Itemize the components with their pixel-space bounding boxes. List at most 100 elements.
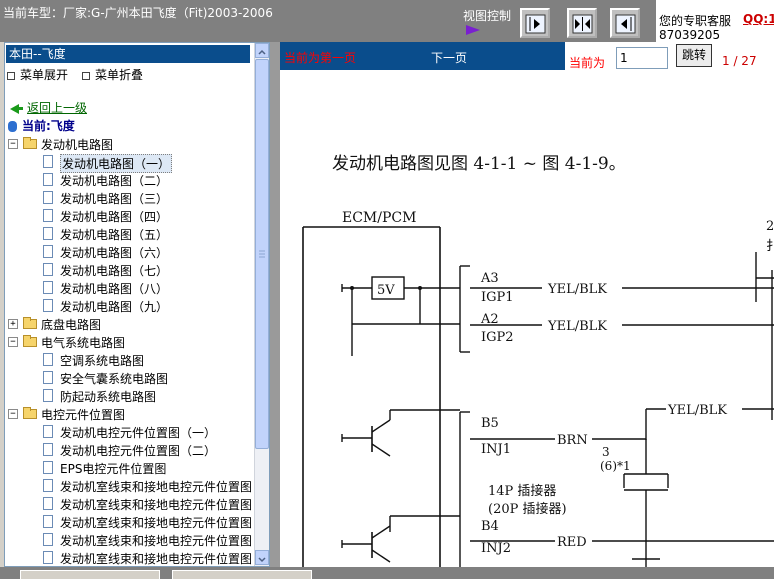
inj2-label: INJ2: [481, 541, 511, 556]
panel-divider[interactable]: [270, 42, 280, 567]
document-icon: [43, 389, 53, 402]
split-arrows-icon: [572, 14, 593, 34]
tree-item-label: 防起动系统电路图: [60, 390, 157, 404]
navigation-panel: 本田--飞度 菜单展开 菜单折叠 返回上一级 当前:飞度 −发动机电路图发动机电…: [4, 42, 270, 567]
tree-item[interactable]: 发动机室线束和接地电控元件位置图: [5, 495, 253, 513]
tree-item-label: 发动机室线束和接地电控元件位置图: [60, 552, 253, 566]
tree-item-label: 发动机室线束和接地电控元件位置图: [60, 498, 253, 512]
tree-item[interactable]: 发动机室线束和接地电控元件位置图: [5, 513, 253, 531]
folder-icon: [23, 335, 37, 347]
tree-item[interactable]: 发动机电路图（八）: [5, 279, 253, 297]
tree-item[interactable]: 发动机电控元件位置图（一）: [5, 423, 253, 441]
tree-item-label: 发动机电控元件位置图（二）: [60, 444, 217, 458]
top-bar: 当前车型：厂家:G-广州本田飞度（Fit)2003-2006 视图控制 您的专职…: [0, 0, 774, 42]
tree-item[interactable]: 发动机电路图（一）: [5, 153, 253, 173]
collapse-all-button[interactable]: 菜单折叠: [82, 66, 143, 83]
chevron-down-icon: [258, 557, 266, 563]
tree-item-label: 发动机电路图（三）: [60, 192, 169, 206]
current-first-page-label: 当前为第一页: [284, 51, 357, 65]
page-number-input[interactable]: [616, 47, 668, 69]
tree-item[interactable]: 发动机电路图（五）: [5, 225, 253, 243]
collapse-icon[interactable]: −: [8, 139, 18, 149]
back-link[interactable]: 返回上一级: [10, 99, 87, 116]
document-icon: [43, 533, 53, 546]
node-icon: [8, 121, 17, 132]
tree-item[interactable]: 发动机电路图（三）: [5, 189, 253, 207]
tree-item-label: 发动机电路图（七）: [60, 264, 169, 278]
tree-folder[interactable]: + 底盘电路图: [5, 315, 253, 333]
tree-folder[interactable]: −电控元件位置图: [5, 405, 253, 423]
expand-right-button[interactable]: [520, 8, 550, 38]
a3-label: A3: [480, 271, 499, 286]
document-icon: [43, 461, 53, 474]
back-arrow-icon: [10, 103, 19, 114]
tree-item[interactable]: 发动机电路图（七）: [5, 261, 253, 279]
tree-item[interactable]: 发动机室线束和接地电控元件位置图: [5, 531, 253, 549]
next-page-link[interactable]: 下一页: [431, 51, 468, 65]
goto-button[interactable]: 跳转: [676, 44, 712, 67]
document-icon: [43, 281, 53, 294]
scroll-thumb[interactable]: [255, 59, 269, 449]
folder-icon: [23, 407, 37, 419]
pin-6-label: (6)*1: [600, 459, 631, 473]
current-page-label: 当前为: [569, 56, 606, 70]
circuit-diagram: 发动机电路图见图 4-1-1 ~ 图 4-1-9。 ECM/PCM 5V A3 …: [302, 154, 774, 567]
split-center-button[interactable]: [567, 8, 597, 38]
service-label: 您的专职客服: [659, 14, 732, 28]
expand-all-button[interactable]: 菜单展开: [7, 66, 68, 83]
tree-item[interactable]: 发动机电路图（四）: [5, 207, 253, 225]
car-model-info: 当前车型：厂家:G-广州本田飞度（Fit)2003-2006: [3, 6, 273, 20]
tree-item-label: 发动机电路图（九）: [60, 300, 169, 314]
document-icon: [43, 299, 53, 312]
tree-item[interactable]: 发动机电路图（六）: [5, 243, 253, 261]
document-icon: [43, 209, 53, 222]
bottom-tab-2[interactable]: [172, 570, 312, 579]
tree-item-label: 发动机电路图（六）: [60, 246, 169, 260]
tree-item[interactable]: 发动机电控元件位置图（二）: [5, 441, 253, 459]
edge-label-1: 2: [766, 219, 774, 234]
tree-item-label: 发动机室线束和接地电控元件位置图: [60, 480, 253, 494]
tree-item[interactable]: 发动机电路图（二）: [5, 171, 253, 189]
document-icon: [43, 227, 53, 240]
page-count: 1 / 27: [722, 54, 757, 68]
tree-item[interactable]: 空调系统电路图: [5, 351, 253, 369]
scroll-up-button[interactable]: [255, 43, 269, 58]
document-icon: [43, 263, 53, 276]
tree-folder-label: 电气系统电路图: [41, 336, 126, 350]
tree-item[interactable]: 发动机电路图（九）: [5, 297, 253, 315]
square-icon: [82, 71, 90, 80]
tree-folder-label: 底盘电路图: [41, 318, 102, 332]
ecm-label: ECM/PCM: [342, 210, 416, 226]
status-bar: [0, 567, 774, 579]
document-viewer: 当前为第一页 下一页 当前为 跳转 1 / 27 发动机电路图见图 4-1-1 …: [280, 42, 774, 567]
collapse-icon[interactable]: −: [8, 337, 18, 347]
tree-item[interactable]: 安全气囊系统电路图: [5, 369, 253, 387]
tree-folder[interactable]: − 发动机电路图: [5, 135, 253, 153]
tree-scrollbar[interactable]: [254, 43, 269, 566]
tree-item-label: 安全气囊系统电路图: [60, 372, 169, 386]
tree-folder-label: 发动机电路图: [41, 138, 114, 152]
wire-brn: BRN: [557, 433, 588, 448]
qq-link[interactable]: QQ:1: [743, 12, 774, 26]
tree-item-label: 空调系统电路图: [60, 354, 145, 368]
scroll-down-button[interactable]: [255, 550, 269, 565]
page-jump-area: 当前为 跳转 1 / 27: [565, 42, 774, 70]
document-icon: [43, 497, 53, 510]
tree-item-label: 发动机电路图（一）: [60, 154, 173, 173]
grip-icon: [259, 250, 265, 258]
tree-item[interactable]: 发动机室线束和接地电控元件位置图: [5, 549, 253, 566]
bottom-tab-1[interactable]: [20, 570, 160, 579]
expand-left-button[interactable]: [610, 8, 640, 38]
tree-item[interactable]: 发动机室线束和接地电控元件位置图: [5, 477, 253, 495]
tree-item-label: 发动机室线束和接地电控元件位置图: [60, 516, 253, 530]
current-node: 当前:飞度: [8, 117, 75, 134]
back-link-label: 返回上一级: [27, 101, 88, 115]
tree-folder[interactable]: − 电气系统电路图: [5, 333, 253, 351]
expand-icon[interactable]: +: [8, 319, 18, 329]
tree-item[interactable]: 防起动系统电路图: [5, 387, 253, 405]
tree-item[interactable]: EPS电控元件位置图: [5, 459, 253, 477]
page-navigation-bar: 当前为第一页 下一页 当前为 跳转 1 / 27: [280, 42, 774, 70]
igp1-label: IGP1: [481, 290, 514, 305]
customer-service-box: 您的专职客服 QQ:1 87039205: [656, 0, 774, 42]
collapse-icon[interactable]: −: [8, 409, 18, 419]
